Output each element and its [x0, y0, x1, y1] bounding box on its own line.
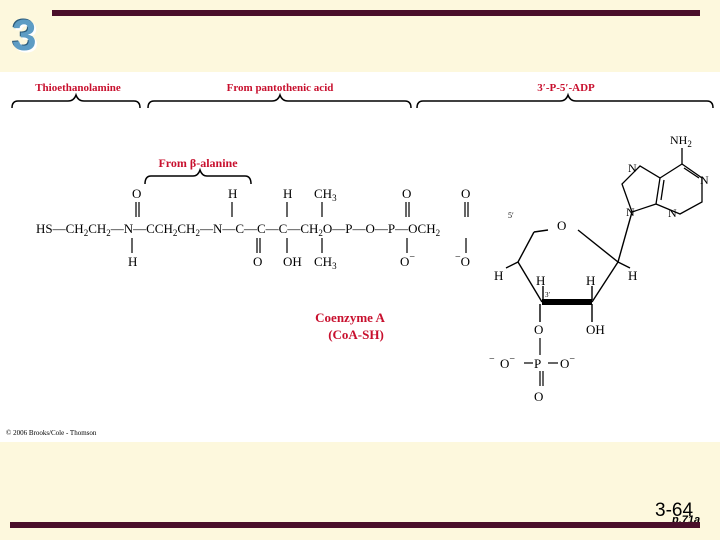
label-beta-alanine: From β-alanine [158, 156, 238, 170]
label-coa-abbrev: (CoA-SH) [328, 327, 384, 342]
page-number: 3-64 [655, 500, 694, 521]
svg-text:H: H [228, 186, 237, 201]
svg-text:O−: O− [560, 354, 575, 371]
svg-text:O: O [253, 254, 262, 269]
svg-text:H: H [586, 273, 595, 288]
svg-text:O: O [557, 218, 566, 233]
main-chain-bonds [131, 202, 469, 253]
svg-text:CH3: CH3 [314, 254, 337, 271]
svg-text:OH: OH [586, 322, 605, 337]
svg-text:O: O [402, 186, 411, 201]
beta-alanine-brace [144, 167, 252, 185]
ribose-ring [505, 211, 633, 322]
svg-text:O: O [461, 186, 470, 201]
svg-text:N: N [626, 205, 635, 219]
label-pantothenic-acid: From pantothenic acid [227, 82, 334, 94]
svg-text:5′: 5′ [508, 211, 514, 220]
svg-text:−: − [489, 354, 495, 365]
label-thioethanolamine: Thioethanolamine [35, 82, 121, 94]
main-chain: HS—CH2CH2—N—CCH2CH2—N—C—C—C—CH2O—P—O—P—O… [36, 186, 514, 271]
svg-text:N: N [668, 206, 677, 220]
svg-text:CH3: CH3 [314, 186, 337, 203]
svg-text:NH2: NH2 [670, 133, 692, 149]
slide-number: 3 [12, 11, 37, 60]
svg-text:H: H [283, 186, 292, 201]
svg-text:H: H [128, 254, 137, 269]
svg-text:H: H [494, 268, 503, 283]
adenine-ring [621, 148, 703, 215]
svg-text:OH: OH [283, 254, 302, 269]
label-coenzyme-a: Coenzyme A [315, 310, 385, 325]
svg-text:N: N [700, 173, 709, 187]
phosphate-3-atoms: P O− O− − O [489, 354, 575, 404]
copyright-notice: © 2006 Brooks/Cole - Thomson [6, 429, 97, 437]
ribose-atoms: O H H H H 3′ OH O [494, 218, 637, 337]
svg-text:O−: O− [400, 252, 415, 269]
svg-text:HS—CH2CH2—N—CCH2CH2—N—C—C—C—CH: HS—CH2CH2—N—CCH2CH2—N—C—C—C—CH2O—P—O—P—O… [36, 221, 440, 238]
svg-text:H: H [628, 268, 637, 283]
label-adp: 3′-P-5′-ADP [537, 82, 595, 94]
svg-text:O−: O− [500, 354, 515, 371]
svg-text:3′: 3′ [545, 291, 551, 299]
svg-text:P: P [534, 356, 541, 371]
svg-text:O: O [534, 322, 543, 337]
coenzyme-a-structure: Thioethanolamine From pantothenic acid 3… [6, 82, 714, 437]
adenine-atoms: NH2 N N N N [626, 133, 709, 220]
svg-text:−O: −O [455, 252, 470, 269]
svg-text:H: H [536, 273, 545, 288]
figure-panel: Thioethanolamine From pantothenic acid 3… [0, 72, 720, 442]
top-braces [11, 92, 714, 109]
bottom-divider [10, 522, 700, 528]
phosphate-3-bonds [524, 338, 558, 386]
svg-text:O: O [132, 186, 141, 201]
svg-text:O: O [534, 389, 543, 404]
top-divider [52, 10, 700, 16]
svg-text:N: N [628, 161, 637, 175]
